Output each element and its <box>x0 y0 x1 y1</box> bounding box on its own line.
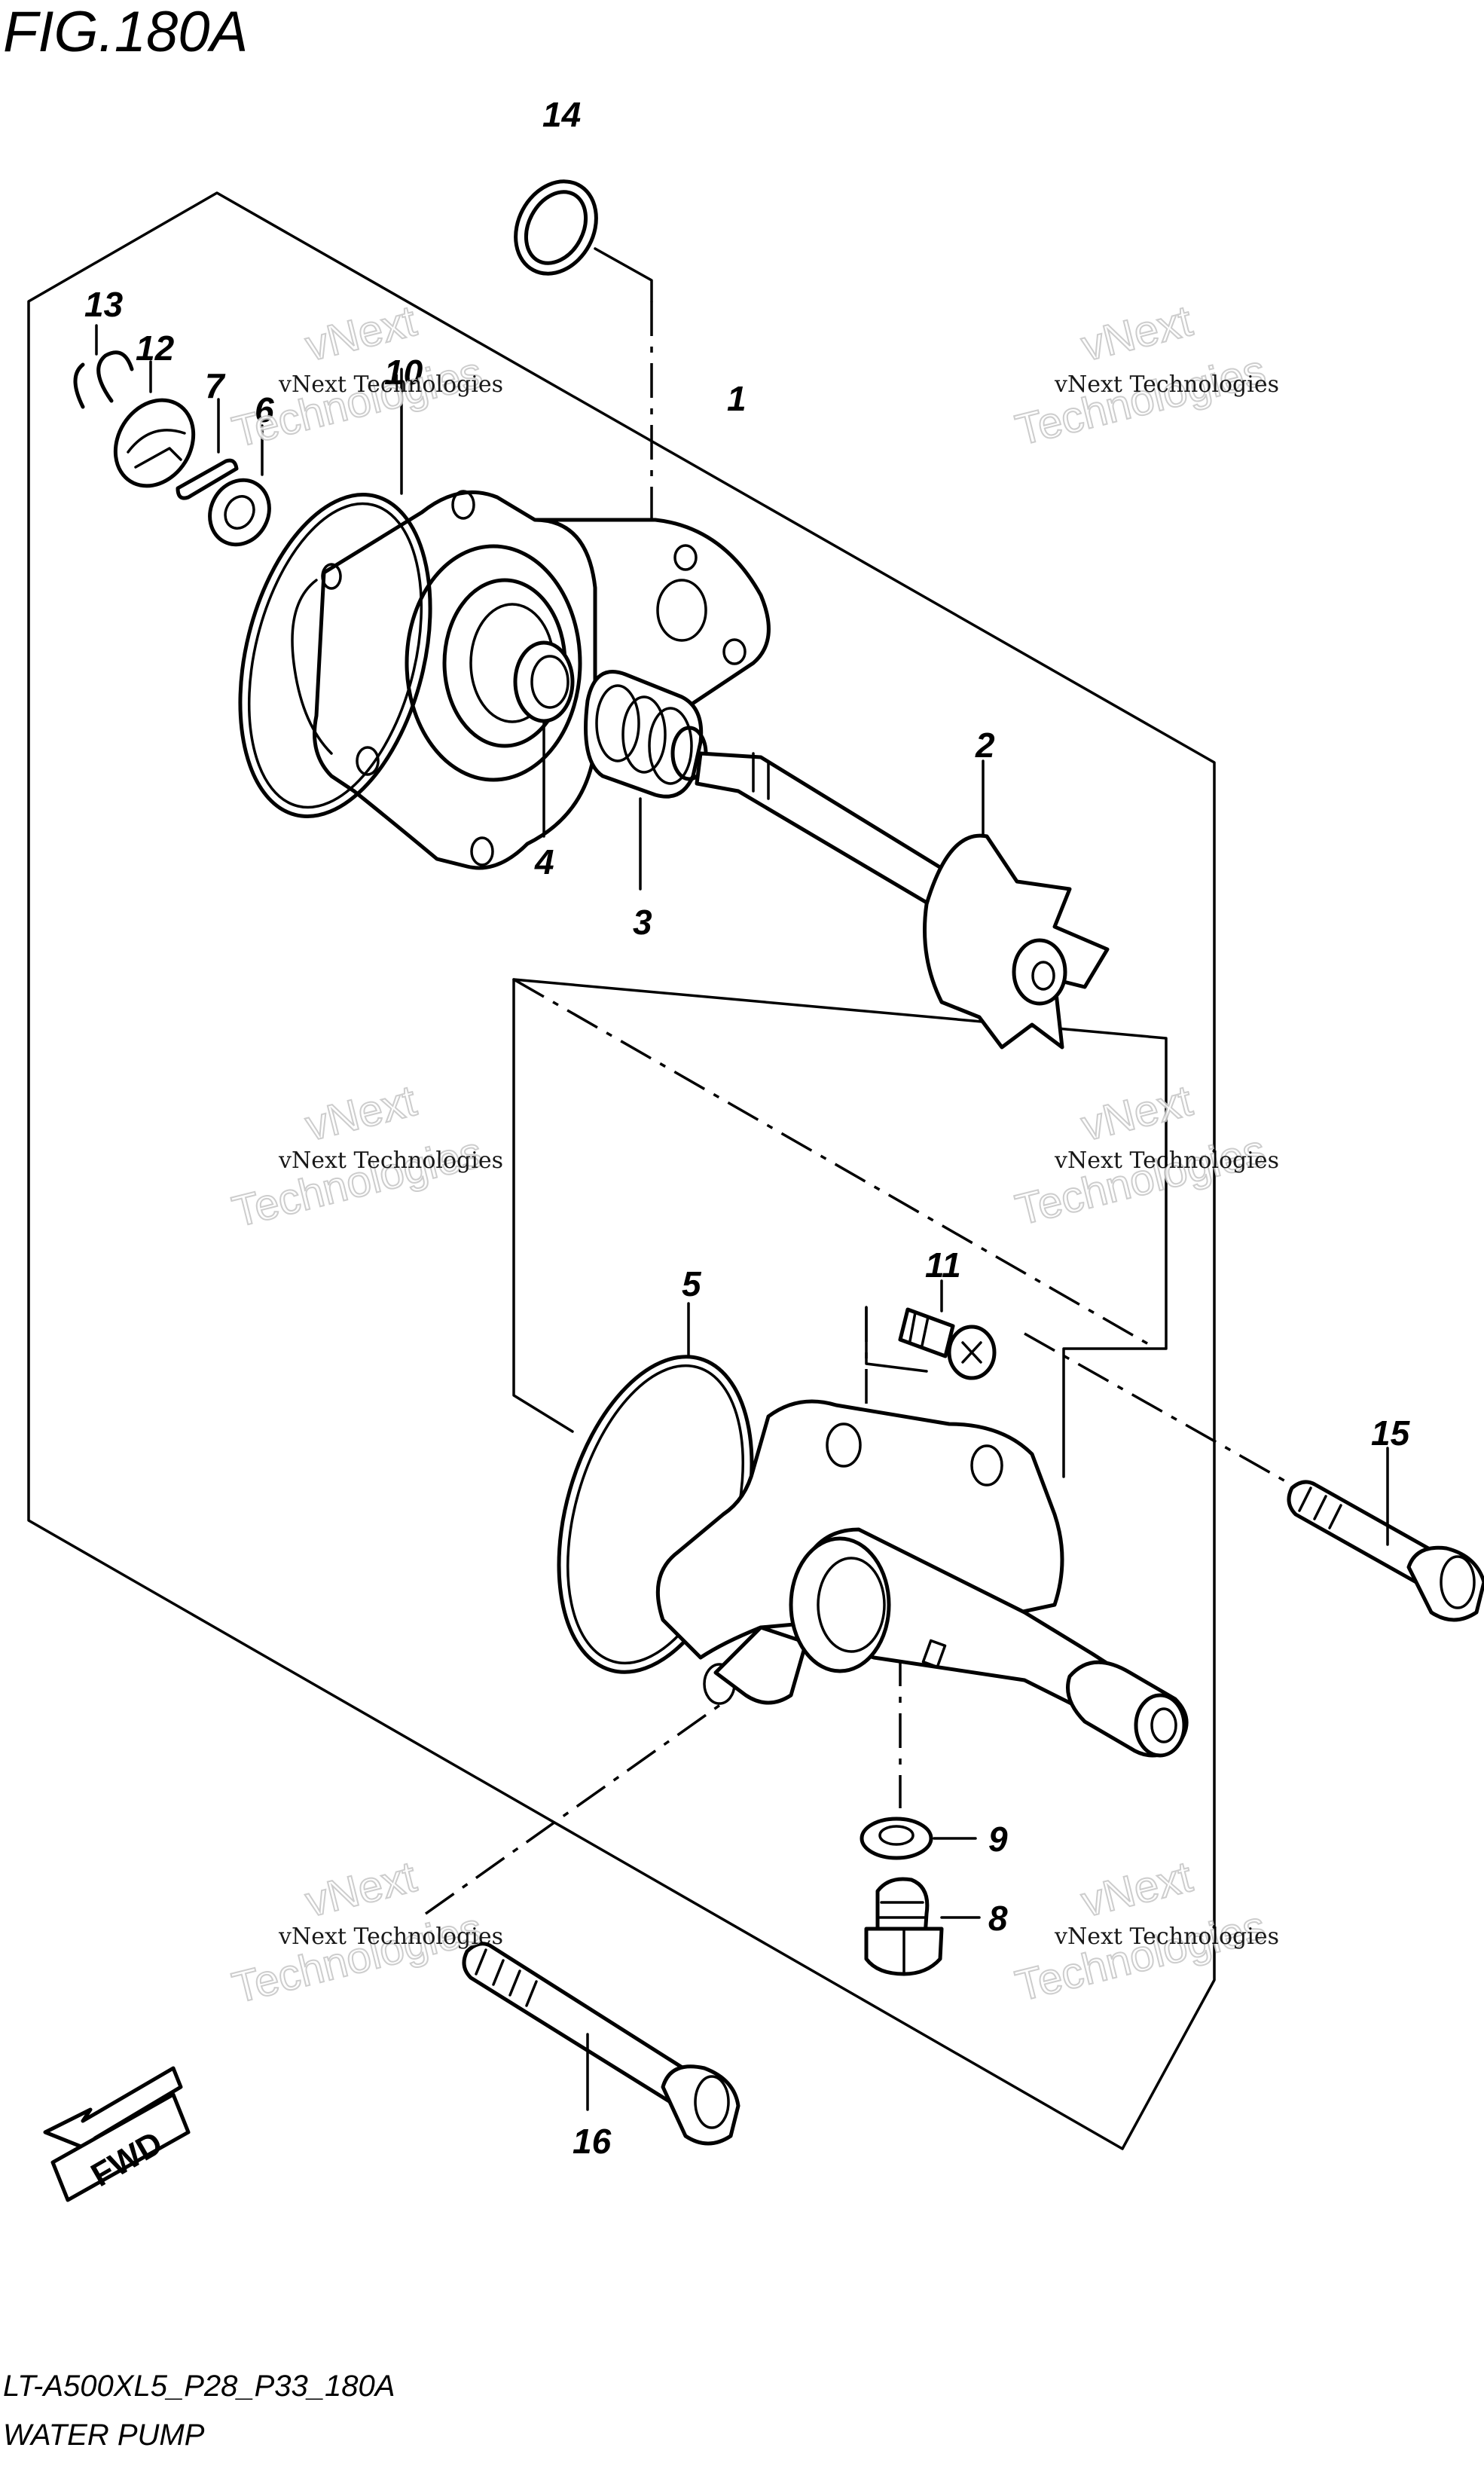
figure-title: FIG.180A <box>3 0 248 64</box>
part-2-impeller <box>695 751 1110 1050</box>
part-14-o-ring <box>514 179 653 303</box>
svg-text:vNext: vNext <box>1076 296 1197 371</box>
exploded-frame <box>27 191 1216 2150</box>
assembly-line-bolt-16 <box>424 1701 725 1915</box>
callout-7: 7 <box>205 366 226 405</box>
part-6-washer <box>208 424 271 547</box>
part-16-bolt <box>462 1942 740 2146</box>
callout-10: 10 <box>384 353 423 392</box>
part-1-pump-body <box>291 490 771 870</box>
svg-text:vNext: vNext <box>1076 1852 1197 1927</box>
callout-3: 3 <box>633 903 652 942</box>
svg-text:Technologies: Technologies <box>1011 1126 1270 1235</box>
callout-5: 5 <box>682 1264 702 1303</box>
svg-text:Technologies: Technologies <box>227 1903 487 2012</box>
callout-15: 15 <box>1371 1413 1411 1453</box>
cover-group-frame-left <box>512 978 574 1433</box>
callout-13: 13 <box>84 285 124 324</box>
part-11-screw <box>898 1279 997 1380</box>
part-12-pulley-plate <box>113 360 196 488</box>
part-15-bolt <box>1287 1447 1484 1622</box>
callout-6: 6 <box>255 390 274 429</box>
fwd-direction-badge: FWD <box>43 2066 191 2202</box>
part-10-o-ring <box>238 368 432 818</box>
part-9-gasket <box>860 1817 977 1860</box>
figure-name: WATER PUMP <box>3 2419 205 2452</box>
callout-labels: 14 1 13 12 7 10 6 2 4 3 5 11 15 9 8 16 <box>84 95 1411 2161</box>
callout-16: 16 <box>573 2122 612 2161</box>
svg-text:vNext: vNext <box>1076 1076 1197 1150</box>
svg-text:vNext Technologies: vNext Technologies <box>1054 371 1279 398</box>
callout-1: 1 <box>727 379 747 418</box>
watermark-mid-left: vNext Technologies vNext Technologies <box>227 1075 503 1237</box>
watermark-mid-right: vNext Technologies vNext Technologies <box>1010 1075 1279 1236</box>
cover-group-frame <box>512 978 1168 1478</box>
svg-text:vNext: vNext <box>301 1076 421 1150</box>
callout-9: 9 <box>988 1820 1008 1859</box>
svg-text:vNext Technologies: vNext Technologies <box>278 371 503 398</box>
part-3-mechanical-seal <box>584 670 708 891</box>
svg-text:Technologies: Technologies <box>1011 1902 1270 2011</box>
svg-text:vNext Technologies: vNext Technologies <box>278 1924 503 1950</box>
svg-text:vNext Technologies: vNext Technologies <box>1054 1147 1279 1174</box>
watermark-bottom-right: vNext Technologies vNext Technologies <box>1010 1851 1279 2012</box>
part-4-oil-seal <box>513 640 575 838</box>
callout-12: 12 <box>136 328 175 368</box>
svg-text:vNext Technologies: vNext Technologies <box>278 1147 503 1174</box>
callout-8: 8 <box>988 1899 1008 1938</box>
pump-cover <box>655 1399 1189 1758</box>
svg-text:vNext: vNext <box>301 1852 421 1927</box>
svg-text:Technologies: Technologies <box>227 347 487 457</box>
figure-code: LT-A500XL5_P28_P33_180A <box>3 2370 395 2403</box>
watermark-bottom-left: vNext Technologies vNext Technologies <box>227 1851 503 2013</box>
part-13-e-ring <box>73 324 134 409</box>
part-7-pin <box>176 398 239 500</box>
watermark-top-right: vNext Technologies vNext Technologies <box>1010 295 1279 456</box>
callout-14: 14 <box>542 95 581 134</box>
callout-2: 2 <box>975 726 995 765</box>
assembly-line-bolt-15 <box>1024 1332 1311 1497</box>
callout-11: 11 <box>925 1245 961 1285</box>
callout-4: 4 <box>534 842 554 882</box>
watermark-top-left: vNext Technologies vNext Technologies <box>227 295 503 457</box>
svg-text:Technologies: Technologies <box>1011 346 1270 455</box>
part-8-drain-bolt <box>864 1877 981 1976</box>
svg-text:vNext Technologies: vNext Technologies <box>1054 1924 1279 1950</box>
svg-text:Technologies: Technologies <box>227 1127 487 1236</box>
